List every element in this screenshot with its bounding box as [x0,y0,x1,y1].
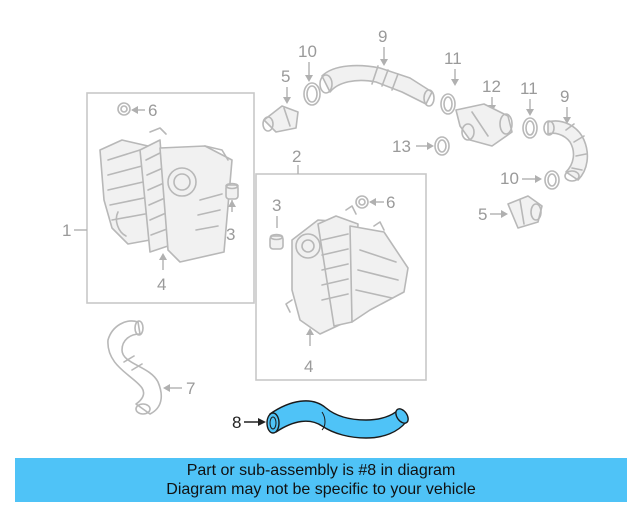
part-9-intake-tube-top [319,64,435,107]
callout-11-top-left: 11 [444,49,462,68]
part-12-intake-pipe [455,103,513,147]
callout-3-right: 3 [272,196,281,215]
part-10-clamp-right [544,170,560,190]
callout-10-right: 10 [500,169,519,188]
part-3-grommet-right [269,233,284,250]
callout-9-top: 9 [378,27,387,46]
part-11-clamp-right [522,117,538,139]
part-6-oring-right [355,195,369,209]
part-3-grommet-left [225,182,239,200]
assembly-box-1 [86,92,255,304]
part-8-hose-highlighted [266,400,409,439]
callout-7: 7 [186,379,195,398]
callout-9-right: 9 [560,87,569,106]
callout-6-left: 6 [148,101,157,120]
callout-2: 2 [292,147,301,166]
banner-line-1: Part or sub-assembly is #8 in diagram [186,462,456,479]
banner-line-2: Diagram may not be specific to your vehi… [166,481,476,498]
callout-1: 1 [62,221,71,240]
callout-3-left: 3 [226,225,235,244]
part-7-hose [107,320,163,415]
callout-5-top: 5 [281,67,290,86]
part-2-air-cleaner-right [285,205,409,335]
callout-11-top-right: 11 [520,79,538,98]
callout-8: 8 [232,413,241,432]
part-5-fitting-right [507,195,543,229]
part-1-air-cleaner-left [99,127,233,263]
part-13-clamp [434,136,450,156]
part-11-clamp-left [440,93,456,115]
callout-4-left: 4 [157,275,166,294]
part-9-intake-tube-right [543,120,589,182]
assembly-box-2 [255,173,427,381]
callout-10-top: 10 [298,42,317,61]
part-5-fitting-top [262,105,299,133]
callout-5-right: 5 [478,205,487,224]
callout-6-right: 6 [386,193,395,212]
info-banner: Part or sub-assembly is #8 in diagram Di… [15,458,627,502]
callout-12: 12 [482,77,501,96]
part-6-oring-left [117,102,131,116]
callout-13: 13 [392,137,411,156]
part-10-clamp-top [303,82,321,106]
callout-4-right: 4 [304,357,313,376]
